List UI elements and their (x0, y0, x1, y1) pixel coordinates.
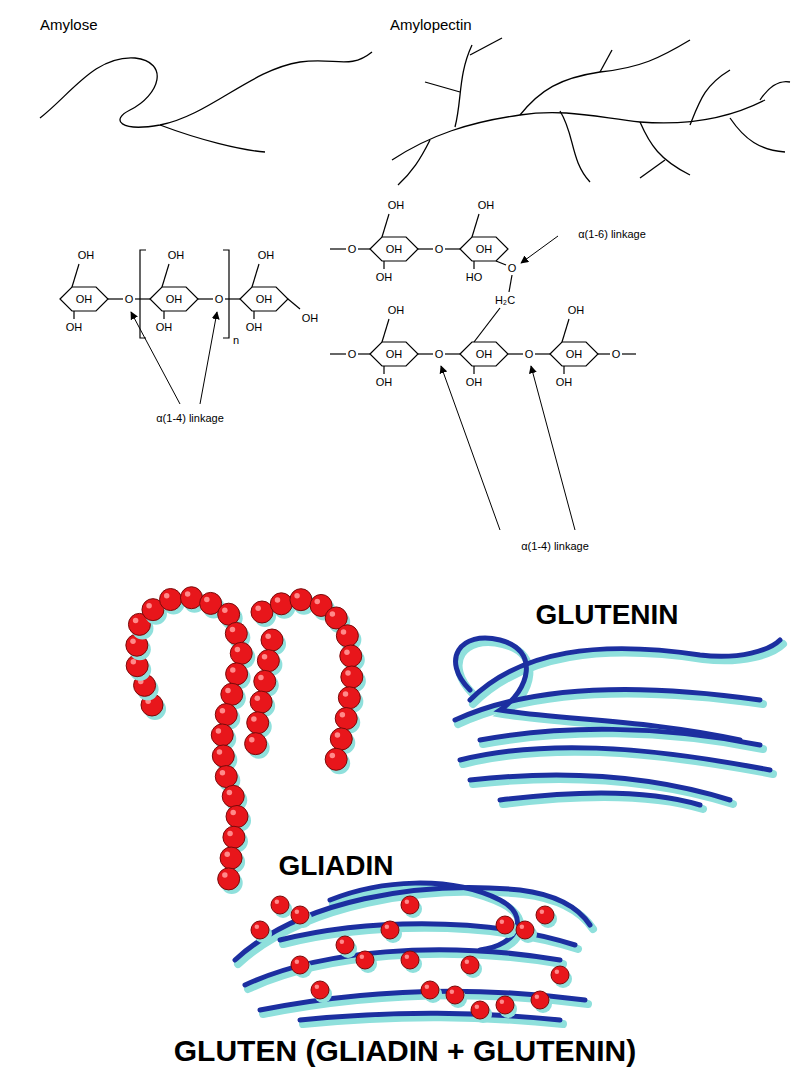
group: OH (556, 376, 573, 388)
linkage-label: α(1-4) linkage (521, 540, 589, 552)
heading: Amylose (40, 17, 98, 34)
group: OH (388, 304, 405, 316)
amylopectin-branches (392, 38, 790, 185)
amylopectin-structure (330, 214, 636, 530)
glutenin-ribbons (455, 638, 783, 809)
group: OH (166, 293, 183, 305)
group: OH (568, 304, 585, 316)
protein-name: GLUTENIN (535, 600, 678, 631)
group: OH (388, 199, 405, 211)
group: OH (566, 348, 583, 360)
group: OH (76, 293, 93, 305)
atom: O (348, 348, 357, 360)
amylose-structure (60, 250, 300, 404)
group: OH (466, 376, 483, 388)
gliadin-beads (126, 587, 572, 1023)
gluten-ribbons (235, 883, 593, 1024)
amylose-chain (40, 52, 372, 127)
amylose-chain (160, 125, 265, 152)
group: OH (386, 243, 403, 255)
group: OH (258, 249, 275, 261)
atom: O (348, 243, 357, 255)
group: OH (476, 348, 493, 360)
group: OH (168, 249, 185, 261)
linkage-label: α(1-6) linkage (578, 228, 646, 240)
atom: O (508, 262, 517, 274)
linkage-label: α(1-4) linkage (156, 412, 224, 424)
group: H₂C (495, 294, 515, 306)
group: OH (246, 321, 263, 333)
heading: Amylopectin (390, 17, 472, 34)
group: OH (376, 376, 393, 388)
group: OH (386, 348, 403, 360)
group: OH (478, 199, 495, 211)
group: OH (156, 321, 173, 333)
group: OH (476, 243, 493, 255)
group: OH (66, 321, 83, 333)
group: OH (376, 271, 393, 283)
protein-name: GLIADIN (278, 851, 393, 882)
group: OH (78, 249, 95, 261)
atom: O (435, 348, 444, 360)
group: OH (256, 293, 273, 305)
subscript: n (233, 334, 239, 346)
atom: O (525, 348, 534, 360)
atom: O (215, 293, 224, 305)
atom: O (435, 243, 444, 255)
atom: O (612, 348, 621, 360)
group: OH (302, 312, 319, 324)
group: HO (466, 271, 483, 283)
protein-name: GLUTEN (GLIADIN + GLUTENIN) (174, 1034, 636, 1067)
atom: O (125, 293, 134, 305)
